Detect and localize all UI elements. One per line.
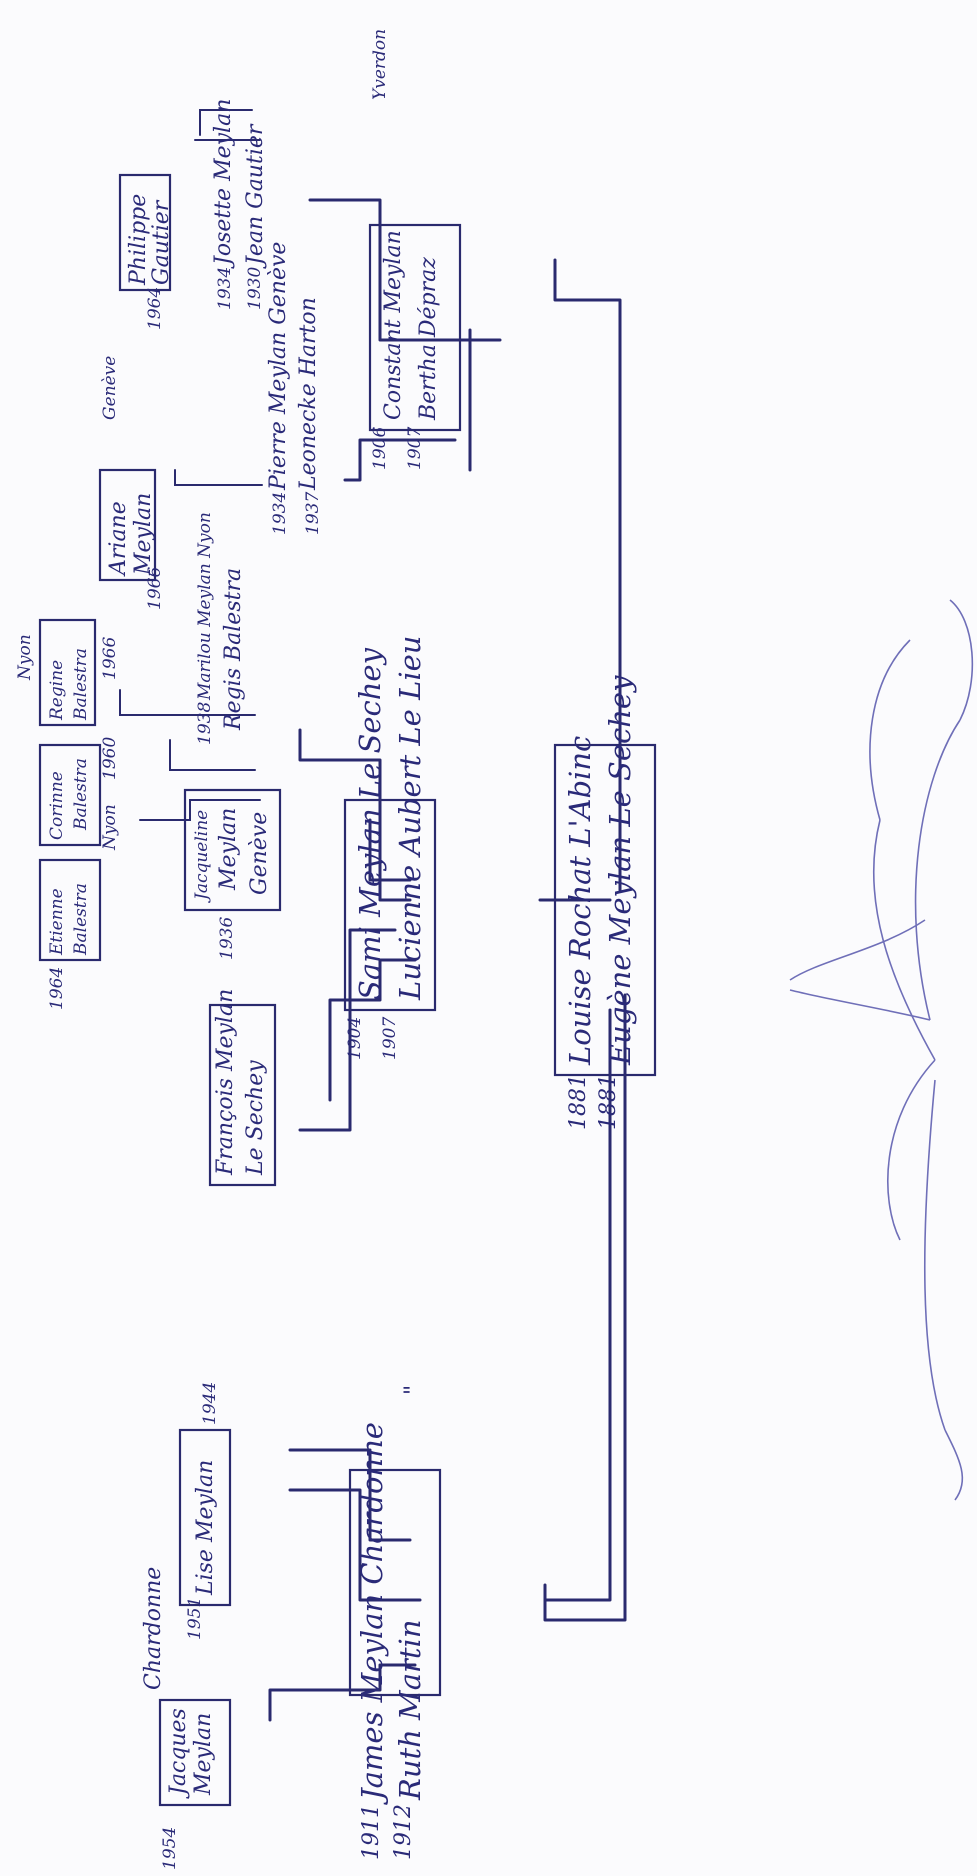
jacqueline-name-2: Meylan <box>216 808 241 891</box>
root-year-2: 1881 <box>596 1074 621 1130</box>
josette-name-2: Jean Gautier <box>243 123 268 269</box>
marilou-year: 1938 <box>195 702 215 745</box>
tree-trunk-right <box>874 820 935 1060</box>
connector-pierre-ariane <box>175 470 262 485</box>
constant-year-1: 1906 <box>370 427 390 470</box>
regine-year: 1966 <box>100 637 120 680</box>
james-ditto: " <box>401 1385 426 1395</box>
francois-name-1: François Meylan <box>213 989 238 1176</box>
root-name-2: Eugène Meylan Le Sechey <box>603 675 637 1066</box>
jacqueline-name-3: Genève <box>247 812 272 895</box>
pierre-year-2: 1937 <box>303 492 323 535</box>
philippe-name-2: Gautier <box>149 199 174 285</box>
philippe-name-1: Philippe <box>126 194 151 286</box>
josette-name-1: Josette Meylan <box>211 99 236 269</box>
jacques-year: 1954 <box>160 1827 180 1870</box>
sami-name-2: Lucienne Aubert Le Lieu <box>393 636 427 1001</box>
tree-leaf-b <box>870 640 910 820</box>
josette-year-1: 1934 <box>215 267 235 310</box>
ariane-name-2: Meylan <box>131 493 156 576</box>
ariane-name-1: Ariane <box>106 501 131 577</box>
constant-name-2: Bertha Dépraz <box>416 257 441 421</box>
root-name-1: Louise Rochat L'Abinc <box>563 736 597 1066</box>
jacqueline-year: 1936 <box>217 917 237 960</box>
marilou-name-2: Regis Balestra <box>221 568 246 731</box>
marilou-name-1: Marilou Meylan Nyon <box>195 512 215 701</box>
tree-root-line <box>790 920 925 980</box>
etienne-name-2: Balestra <box>71 883 91 956</box>
jacques-place: Chardonne <box>141 1567 166 1690</box>
jacques-name-2: Meylan <box>191 1713 216 1796</box>
tree-branch <box>888 1060 935 1240</box>
philippe-year: 1964 <box>145 287 165 330</box>
constant-place: Yverdon <box>370 29 390 100</box>
etienne-place: Nyon <box>100 804 120 851</box>
corinne-year: 1960 <box>100 737 120 780</box>
corinne-name-2: Balestra <box>71 758 91 831</box>
tree-leaf-c <box>945 1430 962 1500</box>
lise-name: Lise Meylan <box>193 1460 218 1596</box>
sami-year-2: 1907 <box>380 1017 400 1060</box>
lise-year: 1951 <box>185 1597 205 1640</box>
regine-place: Nyon <box>15 634 35 681</box>
jacqueline-name-1: Jacqueline <box>192 810 212 903</box>
tree-illustration <box>790 600 972 1500</box>
james-name-1: James Meylan Chardonne <box>355 1422 389 1805</box>
tree-leaf <box>950 600 972 720</box>
corinne-name-1: Corinne <box>47 771 67 840</box>
tree-branch-b <box>925 1080 945 1430</box>
constant-name-1: Constant Meylan <box>381 230 406 420</box>
connector-constant-pierre <box>345 440 455 480</box>
sami-name-1: Sami Meylan Le Sechey <box>353 647 387 1000</box>
tree-trunk-left <box>916 720 960 1020</box>
lise-year-right: 1944 <box>200 1382 220 1425</box>
regine-name-2: Balestra <box>71 648 91 721</box>
jacques-name-1: Jacques <box>166 1708 191 1799</box>
james-year-2: 1912 <box>391 1804 416 1860</box>
josette-year-2: 1930 <box>245 267 265 310</box>
pierre-year-1: 1934 <box>270 492 290 535</box>
tree-root-line-b <box>790 990 930 1020</box>
sami-year-1: 1904 <box>345 1017 365 1060</box>
regine-name-1: Regine <box>47 660 67 721</box>
constant-year-2: 1907 <box>405 427 425 470</box>
francois-name-2: Le Sechey <box>243 1060 268 1176</box>
james-name-2: Ruth Martin <box>393 1619 427 1801</box>
etienne-year: 1964 <box>47 967 67 1010</box>
james-year-1: 1911 <box>359 1804 384 1860</box>
etienne-name-1: Etienne <box>47 888 67 956</box>
root-year-1: 1881 <box>566 1074 591 1130</box>
pierre-name-1: Pierre Meylan Genève <box>266 242 291 491</box>
pierre-name-2: Leonecke Harton <box>296 297 321 491</box>
ariane-place: Genève <box>100 356 120 420</box>
